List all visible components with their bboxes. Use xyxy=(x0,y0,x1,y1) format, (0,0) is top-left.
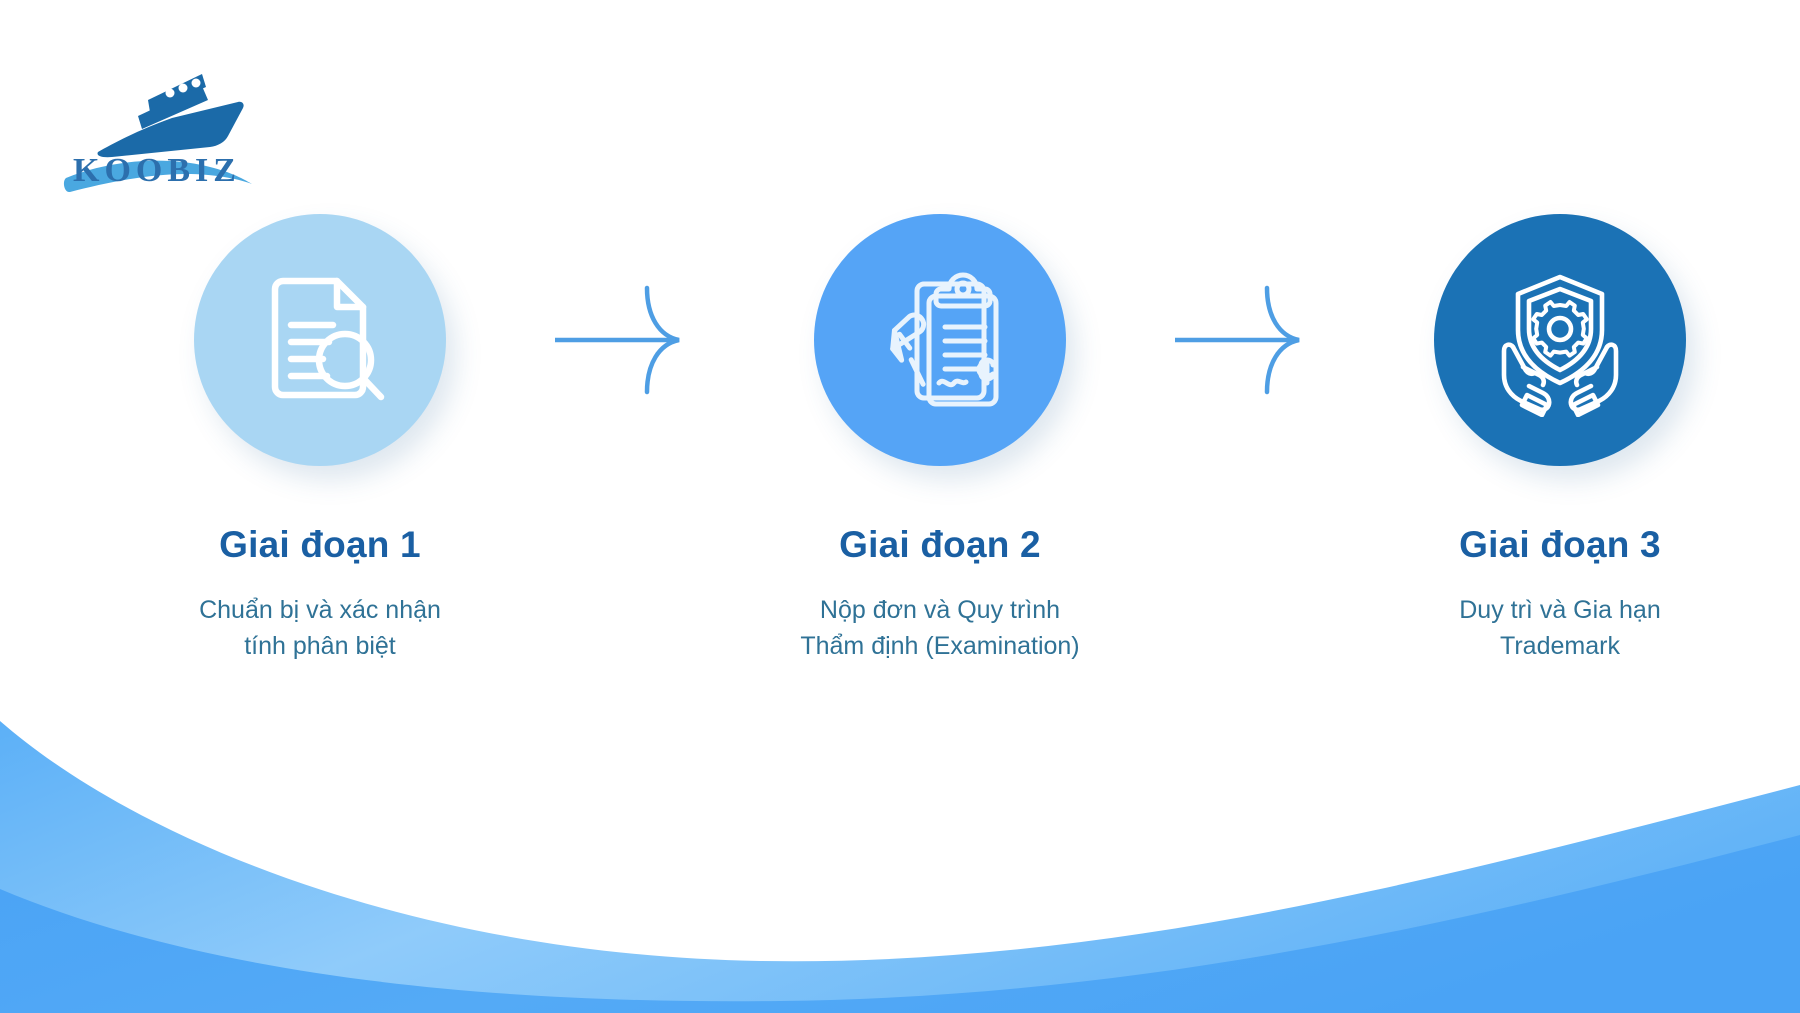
connector-arrow-1 xyxy=(530,195,730,485)
step-2-circle xyxy=(814,214,1066,466)
wave-front-shape xyxy=(0,835,1800,1013)
step-3-circle xyxy=(1434,214,1686,466)
step-3-circle-wrap xyxy=(1350,195,1770,485)
step-3-description: Duy trì và Gia hạn Trademark xyxy=(1459,595,1661,660)
step-2: Giai đoạn 2 Nộp đơn và Quy trình Thẩm đị… xyxy=(730,195,1150,664)
step-1-title: Giai đoạn 1 xyxy=(219,524,421,565)
step-1: Giai đoạn 1 Chuẩn bị và xác nhận tính ph… xyxy=(110,195,530,664)
clipboard-pen-icon xyxy=(890,272,999,407)
step-1-circle-wrap xyxy=(110,195,530,485)
process-steps: Giai đoạn 1 Chuẩn bị và xác nhận tính ph… xyxy=(110,195,1700,664)
step-2-description: Nộp đơn và Quy trình Thẩm định (Examinat… xyxy=(800,595,1080,660)
koobiz-logo-icon xyxy=(52,60,262,200)
wave-back-shape xyxy=(0,721,1800,1013)
step-1-description: Chuẩn bị và xác nhận tính phân biệt xyxy=(199,595,441,660)
document-magnifier-icon xyxy=(271,277,385,401)
connector-arrow-2 xyxy=(1150,195,1350,485)
step-3-title: Giai đoạn 3 xyxy=(1459,524,1661,565)
hands-shield-gear-icon xyxy=(1501,274,1619,417)
step-2-circle-wrap xyxy=(730,195,1150,485)
arrow-right-icon xyxy=(1175,285,1300,395)
wave-decoration xyxy=(0,693,1800,1013)
step-1-circle xyxy=(194,214,446,466)
step-2-title: Giai đoạn 2 xyxy=(839,524,1041,565)
arrow-right-icon xyxy=(555,285,680,395)
koobiz-wordmark: KOOBIZ xyxy=(73,152,241,189)
step-3: Giai đoạn 3 Duy trì và Gia hạn Trademark xyxy=(1350,195,1770,664)
